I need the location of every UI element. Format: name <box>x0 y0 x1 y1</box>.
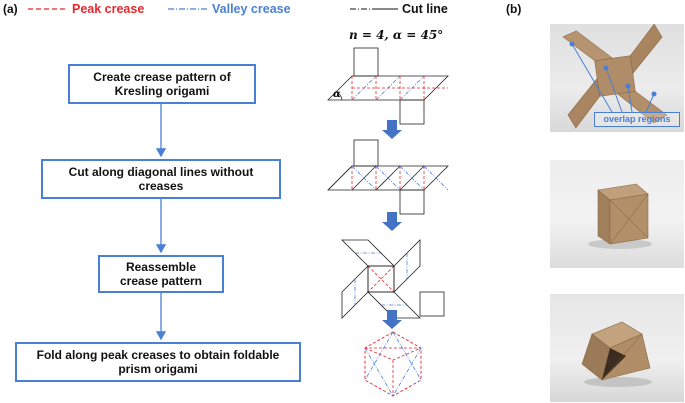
pattern-kresling: α <box>327 47 449 125</box>
pattern-reassembled <box>341 239 445 319</box>
crease-pattern-drawings: α <box>327 47 449 397</box>
angle-label: α <box>333 89 341 100</box>
legend-valley-label: Valley crease <box>212 2 291 16</box>
peak-line-icon <box>28 8 68 10</box>
legend-cut-line: Cut line <box>350 0 448 18</box>
legend-peak-label: Peak crease <box>72 2 145 16</box>
cube-cardboard <box>588 183 652 249</box>
photo-twisted-prism <box>550 294 684 402</box>
flow-connectors <box>155 104 167 341</box>
pattern-cut <box>327 139 449 215</box>
legend-peak-crease: Peak crease <box>28 0 144 18</box>
panel-label-b: (b) <box>506 2 522 16</box>
flow-step-2: Cut along diagonal lines without creases <box>41 159 281 199</box>
legend-valley-crease: Valley crease <box>168 0 291 18</box>
photo-folded-prism <box>550 160 684 268</box>
process-arrow-3 <box>382 310 402 329</box>
process-arrow-1 <box>382 120 402 139</box>
parameters-label: n = 4, α = 45° <box>349 28 444 42</box>
pinwheel-cardboard <box>562 24 668 129</box>
legend-cut-label: Cut line <box>402 2 448 16</box>
overlap-regions-label: overlap regions <box>594 112 680 127</box>
pattern-prism <box>364 331 422 397</box>
flow-step-4: Fold along peak creases to obtain foldab… <box>15 342 301 382</box>
photo-flat-pattern: overlap regions <box>550 24 684 132</box>
panel-label-a: (a) <box>3 2 18 16</box>
valley-line-icon <box>168 8 208 10</box>
flow-step-1: Create crease pattern of Kresling origam… <box>68 64 256 104</box>
twisted-cardboard <box>581 321 652 387</box>
cut-line-icon <box>350 8 398 10</box>
flow-step-3: Reassemble crease pattern <box>98 255 224 293</box>
process-arrow-2 <box>382 212 402 231</box>
